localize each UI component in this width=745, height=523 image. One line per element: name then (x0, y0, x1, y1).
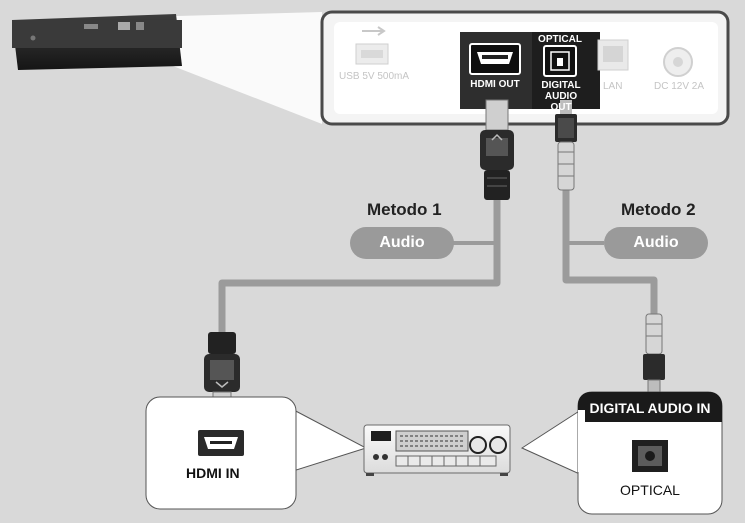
bluray-player-device (12, 14, 182, 70)
hdmi-in-callout (145, 396, 368, 510)
optical-out-port (543, 45, 577, 77)
hdmi-plug-top (480, 99, 514, 200)
optical-plug-bottom (643, 313, 665, 401)
optical-cable (562, 190, 658, 318)
cables (218, 190, 658, 338)
usb-port (355, 26, 389, 65)
hdmi-in-port (198, 430, 244, 456)
lan-label: LAN (603, 81, 623, 92)
digital-audio-in-header: DIGITAL AUDIO IN (589, 400, 711, 416)
hdmi-in-label: HDMI IN (186, 465, 240, 481)
back-panel (320, 10, 730, 126)
hdmi-cable (218, 200, 501, 338)
av-receiver (363, 424, 511, 476)
hdmi-plug-bottom (204, 332, 240, 407)
method-2-audio-pill: Audio (604, 227, 708, 259)
dc-label: DC 12V 2A (654, 81, 705, 92)
lan-port (597, 39, 629, 71)
digital-audio-in-callout (520, 391, 723, 515)
hdmi-out-port (469, 43, 521, 75)
usb-label: USB 5V 500mA (339, 71, 410, 82)
optical-plug-top (555, 100, 577, 191)
method-2-title: Metodo 2 (621, 200, 696, 219)
optical-label: OPTICAL (538, 34, 582, 45)
optical-in-port (632, 440, 668, 472)
hdmi-out-label: HDMI OUT (470, 79, 520, 90)
optical-in-label: OPTICAL (620, 482, 680, 498)
digital-audio-out-label: DIGITAL AUDIO OUT (541, 80, 581, 113)
dc-power-port (663, 47, 693, 77)
method-1-title: Metodo 1 (367, 200, 442, 219)
method-1-audio-pill: Audio (350, 227, 454, 259)
